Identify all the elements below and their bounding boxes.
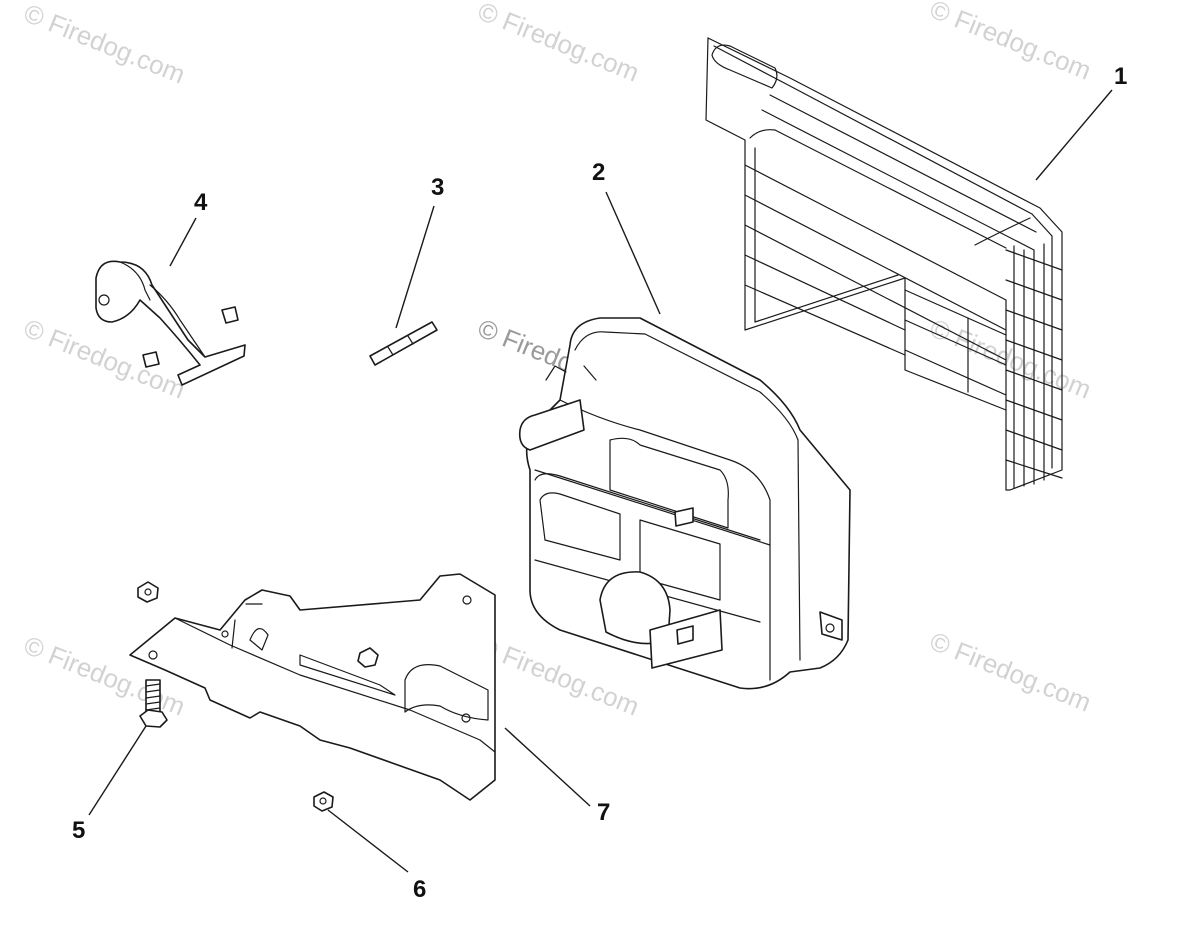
leader-1 (1035, 89, 1113, 181)
leader-3 (395, 205, 435, 329)
part-4-exhaust-pipe (95, 260, 246, 386)
leader-5 (88, 725, 147, 816)
watermark-top-center: © Firedog.com (474, 0, 644, 88)
leader-4 (169, 217, 197, 267)
callouts: 1 2 3 4 5 6 7 (72, 63, 1127, 903)
watermark-top-left: © Firedog.com (20, 0, 190, 90)
part-6-nuts (137, 581, 334, 812)
callout-1: 1 (1114, 63, 1127, 90)
callout-4: 4 (194, 189, 208, 216)
leader-2 (605, 191, 661, 315)
callout-6: 6 (413, 876, 426, 903)
leader-lines (88, 89, 1113, 873)
part-3-gasket (369, 321, 438, 366)
watermark-mid-left: © Firedog.com (20, 313, 190, 405)
leader-6 (327, 809, 409, 873)
watermark-mid-right: © Firedog.com (926, 313, 1096, 405)
callout-5: 5 (72, 817, 85, 844)
watermark-bottom-right: © Firedog.com (926, 626, 1096, 718)
part-7-bracket (129, 573, 496, 801)
part-5-bolt (139, 679, 168, 728)
part-1-wire-guard (705, 37, 1063, 491)
part-2-muffler (518, 317, 851, 690)
watermark-top-right: © Firedog.com (926, 0, 1096, 86)
callout-7: 7 (597, 799, 610, 826)
callout-2: 2 (592, 159, 605, 186)
callout-3: 3 (431, 174, 444, 201)
leader-7 (504, 727, 591, 807)
